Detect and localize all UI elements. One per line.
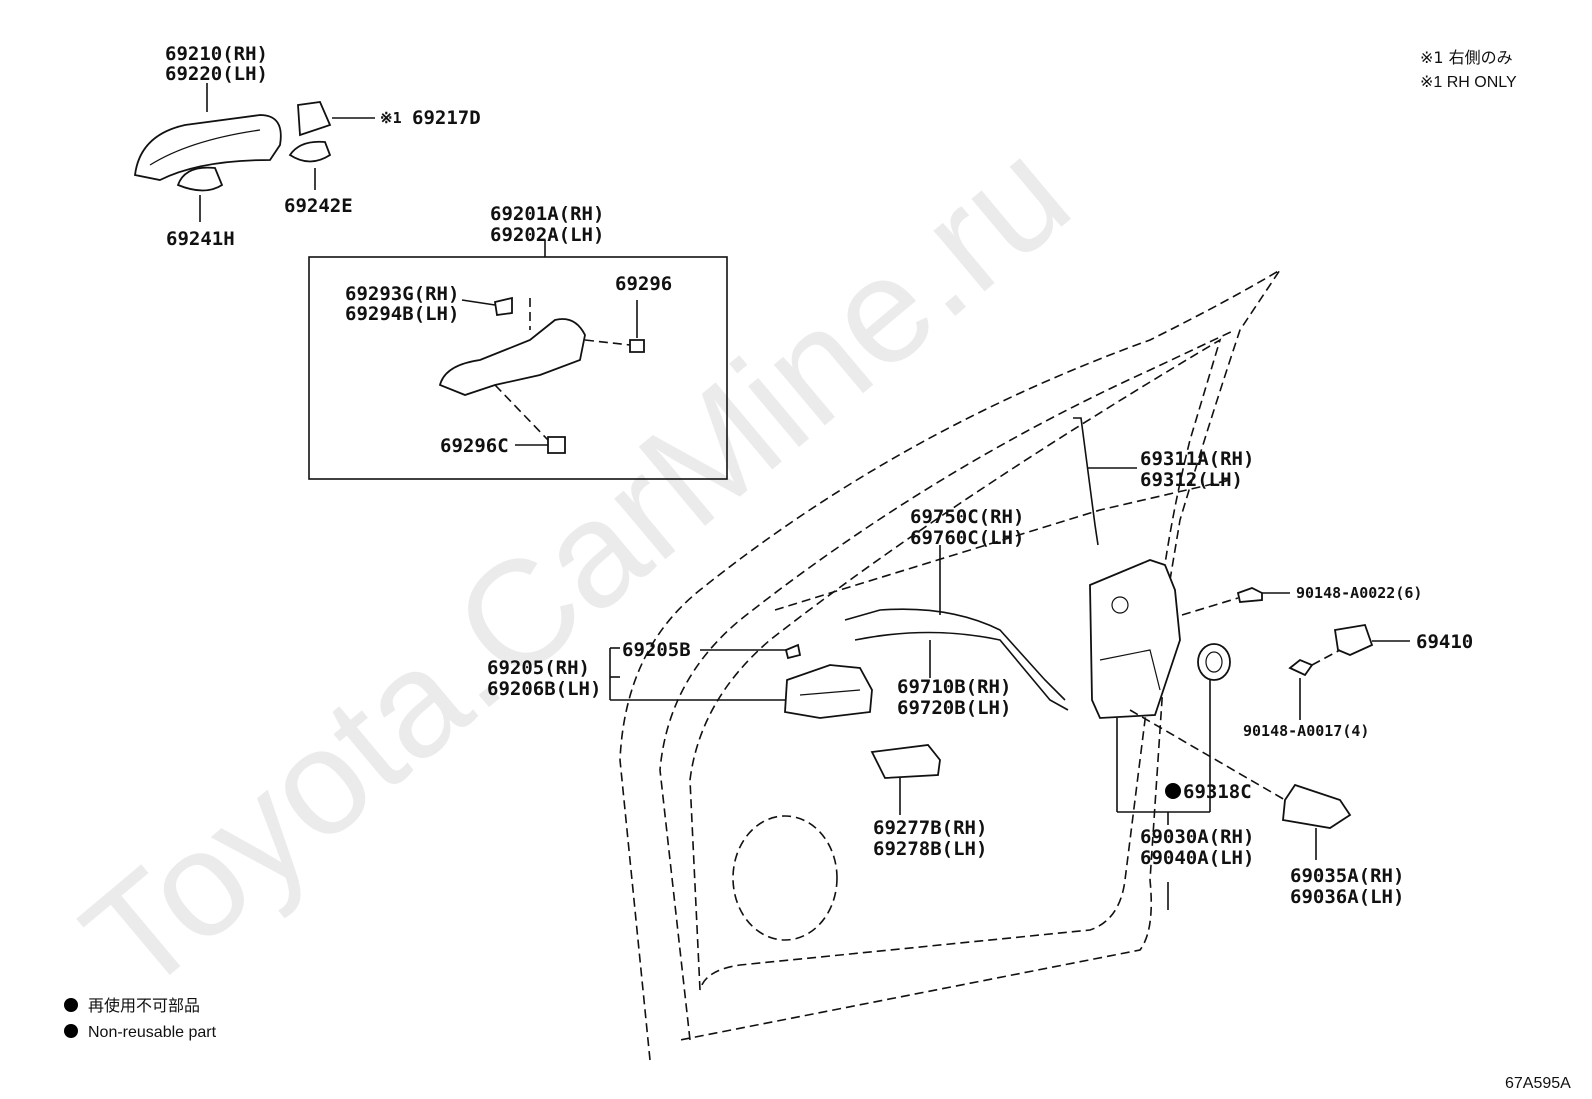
label-frame-lh: 69202A(LH)	[490, 224, 604, 246]
label-frame-rh: 69201A(RH)	[490, 203, 604, 225]
handle-pad-69241H	[176, 166, 224, 192]
legend-dot-en	[64, 1024, 78, 1038]
label-handle-lh: 69220(LH)	[165, 63, 268, 85]
actuator-group	[1129, 709, 1352, 860]
lock-rod-group	[1073, 417, 1137, 546]
label-seal: 69318C	[1183, 781, 1252, 803]
label-cable-top-rh: 69750C(RH)	[910, 506, 1024, 528]
label-actuator-lh: 69036A(LH)	[1290, 886, 1404, 908]
label-lock-rod-rh: 69311A(RH)	[1140, 448, 1254, 470]
bezel-part	[870, 744, 941, 779]
label-cable-bot-lh: 69720B(LH)	[897, 697, 1011, 719]
outside-handle-group	[134, 83, 375, 222]
label-bezel-rh: 69277B(RH)	[873, 817, 987, 839]
outside-handle	[134, 114, 282, 181]
screw-69296c-part	[547, 436, 566, 454]
door-outline	[619, 269, 1281, 1061]
note-rh-only-en: ※1 RH ONLY	[1420, 74, 1517, 91]
label-handle-rh: 69210(RH)	[165, 43, 268, 65]
label-inner-handle-rh: 69205(RH)	[487, 657, 590, 679]
label-striker: 69410	[1416, 631, 1473, 653]
cable-bottom	[854, 631, 1069, 711]
seal-part	[1197, 643, 1231, 681]
legend-dot-jp	[64, 998, 78, 1012]
bezel-group	[870, 744, 941, 815]
striker-part	[1333, 623, 1374, 656]
handle-pad-69242E	[288, 140, 332, 163]
label-frame-cover-lh: 69294B(LH)	[345, 303, 459, 325]
label-screw-lock: 90148-A0022(6)	[1296, 584, 1422, 602]
label-screw-striker: 90148-A0017(4)	[1243, 722, 1369, 740]
non-reusable-dot	[1165, 783, 1181, 799]
label-lock-rh: 69030A(RH)	[1140, 826, 1254, 848]
cables-group	[844, 545, 1069, 711]
inside-handle-group	[609, 643, 873, 719]
label-cover: 69217D	[412, 107, 481, 129]
frame-cover-part	[493, 296, 513, 317]
label-pad2: 69241H	[166, 228, 235, 250]
note-rh-only-jp: ※1 右側のみ	[1420, 48, 1513, 67]
inside-handle	[784, 664, 873, 719]
label-actuator-rh: 69035A(RH)	[1290, 865, 1404, 887]
screw-lock-part	[1236, 587, 1263, 603]
label-inner-handle-sub: 69205B	[622, 639, 691, 661]
lock-group	[1089, 559, 1231, 910]
label-frame-cover-rh: 69293G(RH)	[345, 283, 459, 305]
label-lock-rod-lh: 69312(LH)	[1140, 469, 1243, 491]
diagram-code: 67A595A	[1505, 1075, 1571, 1092]
label-screw-a: 69296	[615, 273, 672, 295]
lock-rod	[1073, 417, 1099, 546]
handle-frame	[438, 318, 586, 396]
frame-box	[308, 256, 728, 480]
label-pad: 69242E	[284, 195, 353, 217]
label-inner-handle-lh: 69206B(LH)	[487, 678, 601, 700]
actuator-part	[1282, 783, 1352, 829]
frame-group	[308, 240, 728, 480]
screw-striker-part	[1288, 658, 1314, 677]
legend-jp: 再使用不可部品	[88, 996, 200, 1015]
label-bezel-lh: 69278B(LH)	[873, 838, 987, 860]
handle-bracket	[784, 643, 802, 660]
label-cover-mark: ※1	[380, 109, 402, 127]
label-cable-bot-rh: 69710B(RH)	[897, 676, 1011, 698]
label-screw-c: 69296C	[440, 435, 509, 457]
screw-69296-part	[629, 339, 645, 353]
label-lock-lh: 69040A(LH)	[1140, 847, 1254, 869]
label-cable-top-lh: 69760C(LH)	[910, 527, 1024, 549]
striker-group	[1181, 587, 1410, 720]
handle-cover-69217D	[297, 101, 332, 137]
legend-en: Non-reusable part	[88, 1024, 217, 1041]
door-lock	[1089, 559, 1181, 719]
cable-top	[844, 608, 1066, 701]
